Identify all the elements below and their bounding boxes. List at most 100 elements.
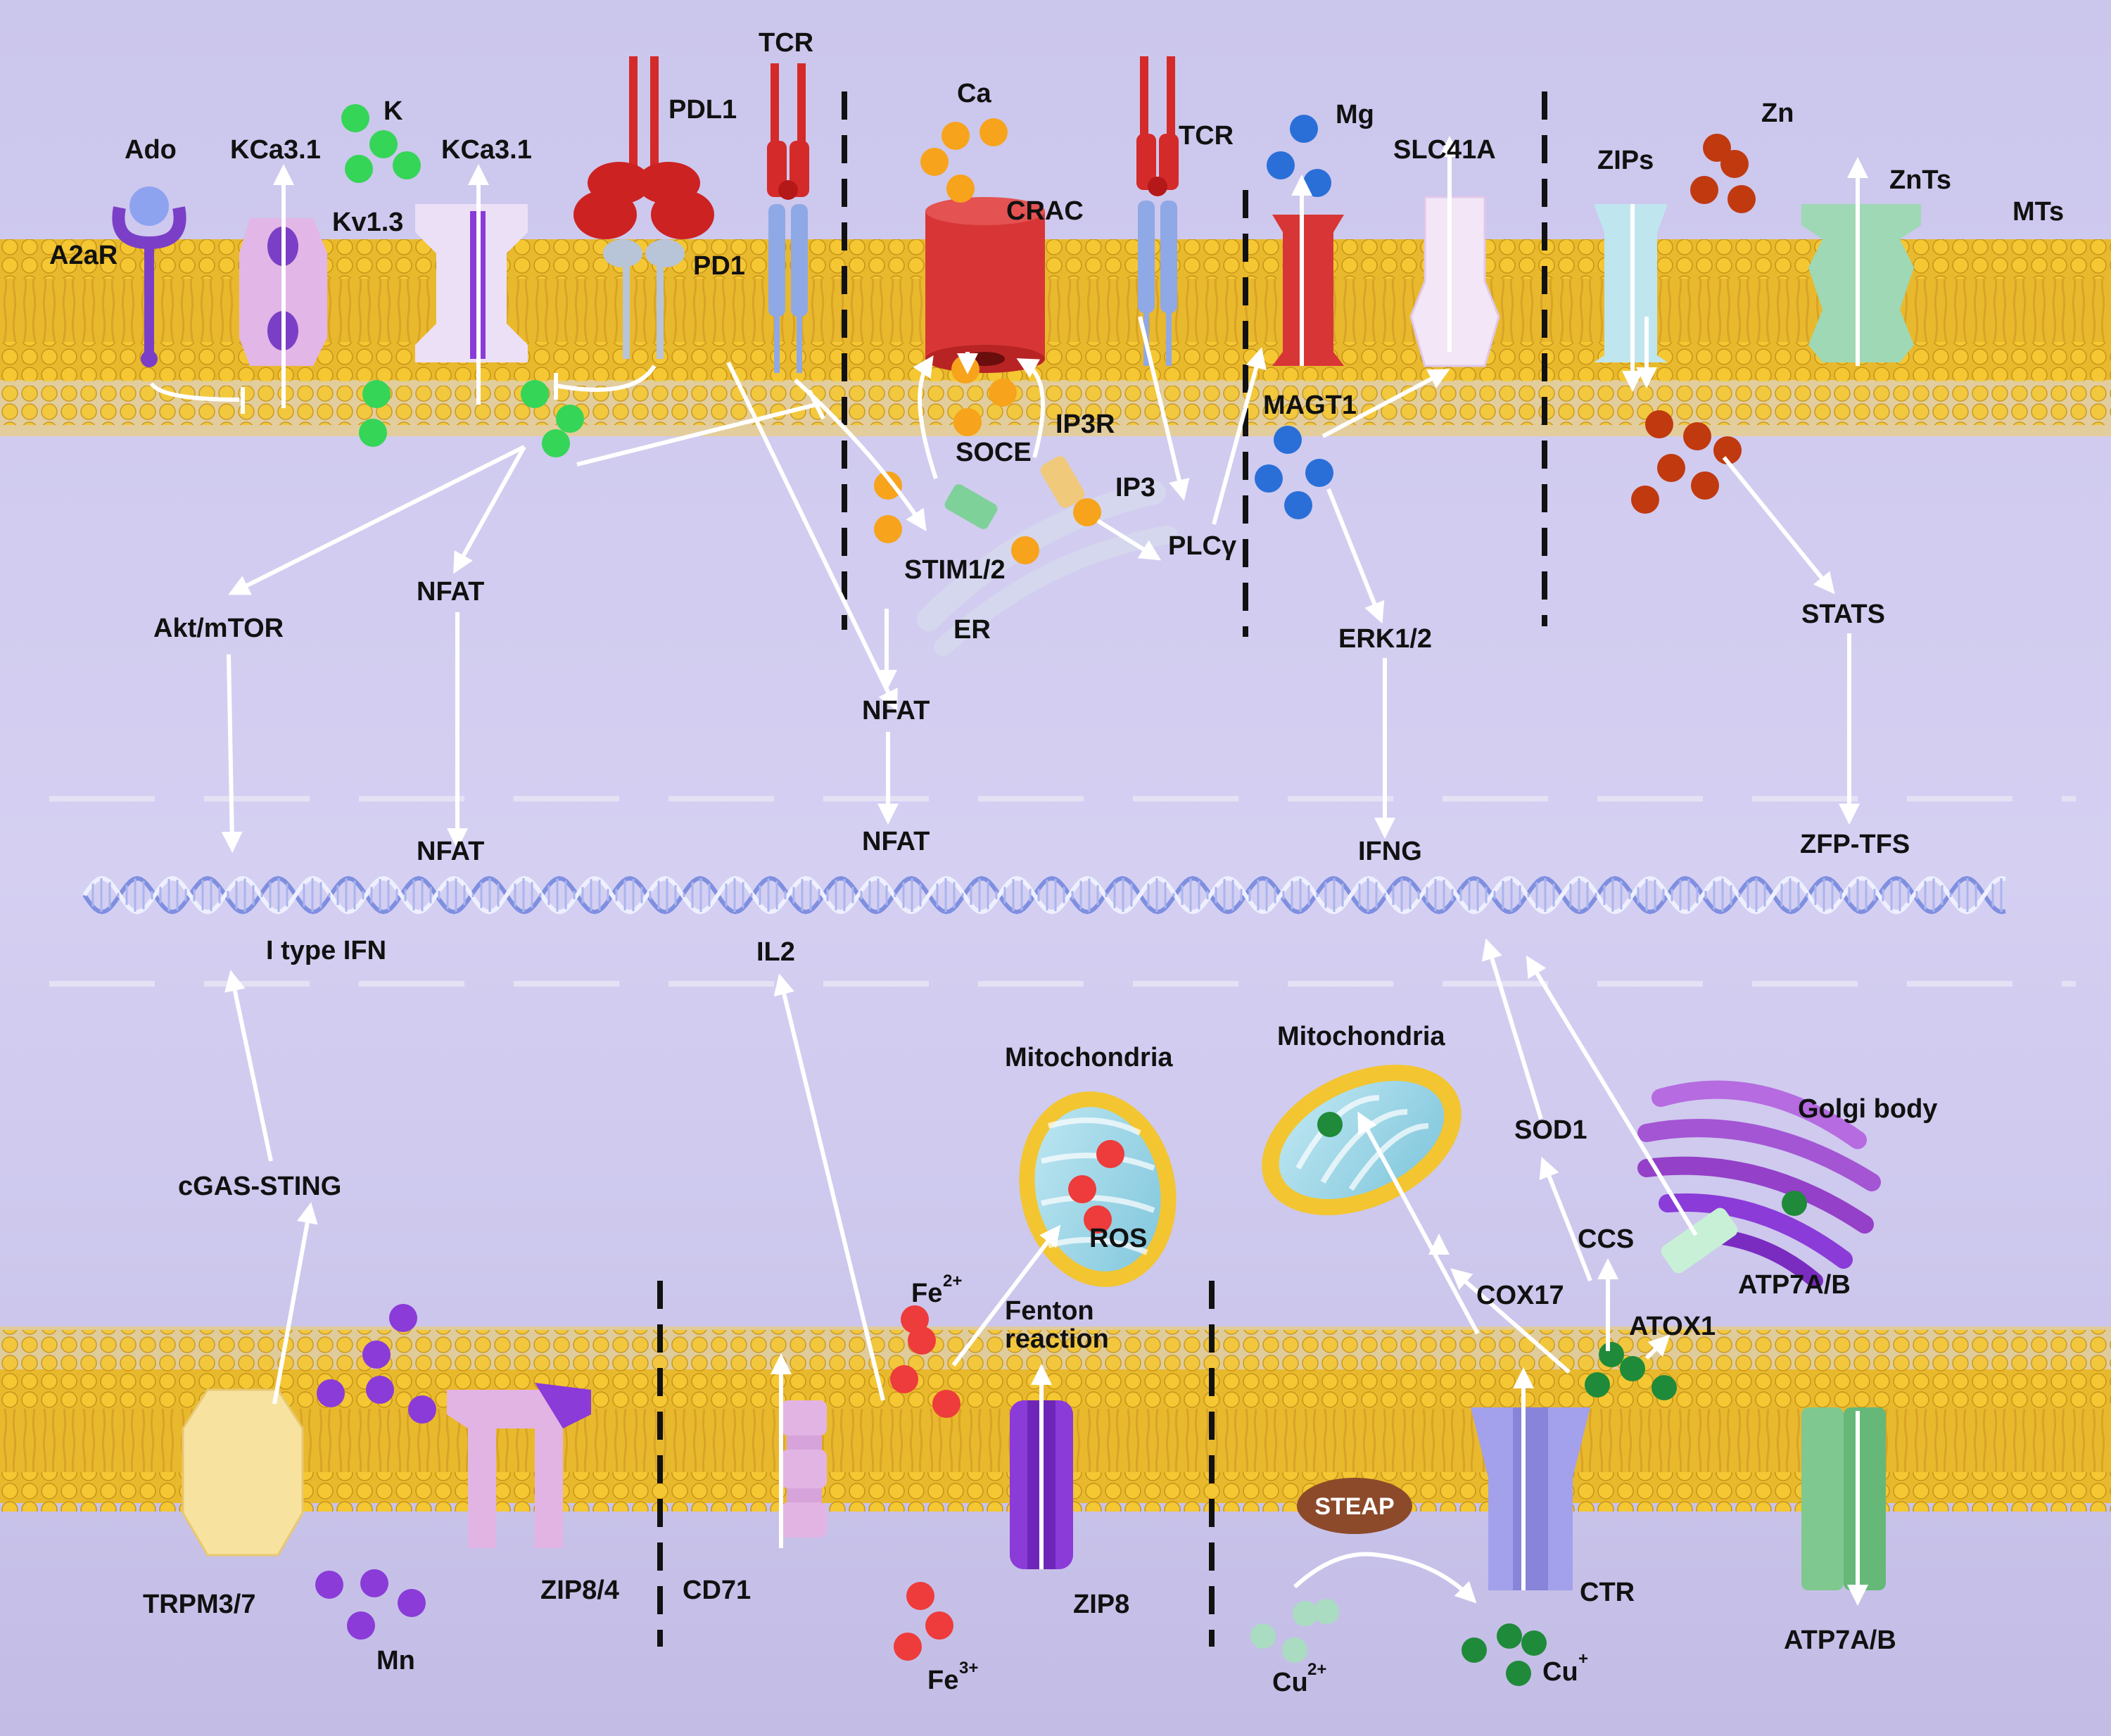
zip84-channel	[447, 1383, 591, 1548]
label-slc41a: SLC41A	[1393, 135, 1496, 165]
signal-arrow	[1357, 1111, 1480, 1335]
cu-ion	[1652, 1375, 1677, 1400]
ctr-channel	[1471, 1407, 1590, 1590]
label-fenton-1: Fenton	[1005, 1296, 1094, 1326]
mn-ion	[408, 1395, 436, 1424]
label-k: K	[383, 96, 403, 126]
cu-ion	[1521, 1630, 1547, 1656]
label-cd71: CD71	[683, 1576, 751, 1605]
mn-ion	[317, 1379, 345, 1407]
tcr-complex-left	[767, 63, 809, 373]
label-fe3: Fe	[927, 1666, 958, 1695]
cu-ion	[1620, 1356, 1645, 1381]
magt1-channel	[1272, 215, 1344, 366]
zn-ion	[1657, 454, 1685, 482]
zn-ion	[1691, 471, 1719, 500]
label-mito-a: Mitochondria	[1005, 1043, 1173, 1072]
label-ifng: IFNG	[1358, 837, 1422, 866]
cu-ion	[1462, 1637, 1487, 1663]
signal-arrow	[773, 973, 885, 1401]
k-ion	[556, 405, 584, 433]
label-mts: MTs	[2012, 197, 2064, 227]
signal-arrow	[1326, 488, 1385, 624]
label-fenton-2: reaction	[1005, 1324, 1109, 1354]
label-sod1: SOD1	[1514, 1115, 1587, 1145]
nuclear-envelope	[49, 796, 2076, 987]
label-mn: Mn	[376, 1646, 415, 1675]
cu-ion	[1782, 1191, 1807, 1216]
label-atp7-golgi: ATP7A/B	[1738, 1270, 1851, 1300]
label-il2: IL2	[756, 937, 795, 967]
cu-ion	[1497, 1623, 1522, 1649]
label-atp7-membrane: ATP7A/B	[1784, 1626, 1896, 1655]
label-crac: CRAC	[1006, 196, 1084, 226]
label-erk: ERK1/2	[1338, 624, 1432, 654]
fe-ion	[906, 1582, 934, 1610]
labels: Ado A2aR KCa3.1 K KCa3.1 Kv1.3 PDL1 PD1 …	[49, 28, 2064, 1697]
signal-arrow	[1321, 369, 1450, 438]
label-znts: ZnTs	[1889, 165, 1951, 195]
mitochondria-right	[1262, 1065, 1462, 1215]
znts-channel	[1801, 204, 1921, 362]
zn-ion	[1690, 176, 1718, 204]
label-zip8: ZIP8	[1073, 1590, 1129, 1619]
cu-ion	[1599, 1342, 1624, 1367]
mn-ion	[315, 1571, 343, 1599]
pdl1-pd1-complex	[573, 56, 714, 359]
label-kv13: Kv1.3	[332, 208, 403, 237]
label-fe2-sup: 2+	[943, 1272, 962, 1291]
label-cu1: Cu	[1542, 1657, 1578, 1687]
label-mito-b: Mitochondria	[1277, 1022, 1445, 1051]
trpm-channel	[182, 1388, 304, 1557]
ca-ion	[942, 122, 970, 150]
k-ion	[542, 429, 570, 457]
cu2-ion	[1293, 1601, 1318, 1626]
label-ifn: I type IFN	[266, 936, 386, 965]
label-ccs: CCS	[1578, 1224, 1634, 1254]
k-ion	[362, 380, 391, 408]
label-ca: Ca	[957, 79, 991, 108]
mn-ion	[362, 1341, 391, 1369]
label-cu2-sup: 2+	[1307, 1660, 1326, 1679]
signal-arrow	[453, 445, 526, 574]
signal-arrow	[1096, 519, 1162, 561]
steap-protein	[1297, 1478, 1412, 1534]
ca-ion	[980, 118, 1008, 146]
label-tcr-left: TCR	[759, 28, 813, 58]
label-pdl1: PDL1	[668, 95, 737, 125]
ion-particles	[315, 104, 1807, 1686]
zn-ion	[1683, 422, 1711, 450]
mg-ion	[1305, 459, 1333, 487]
fe-ion	[932, 1390, 961, 1418]
label-stats: STATS	[1801, 600, 1885, 629]
ca-ion	[946, 175, 975, 203]
cu2-ion	[1250, 1623, 1276, 1649]
ca-ion	[874, 471, 902, 500]
label-kca31-right: KCa3.1	[441, 135, 532, 165]
signal-arrow	[951, 1224, 1061, 1367]
label-cu1-sup: +	[1578, 1649, 1588, 1668]
fe-ion	[925, 1611, 953, 1640]
label-ctr: CTR	[1580, 1578, 1635, 1607]
label-zfp: ZFP-TFS	[1800, 830, 1910, 859]
slc41a-channel	[1409, 196, 1500, 367]
fe-ion	[894, 1633, 922, 1661]
label-er: ER	[953, 615, 991, 645]
cd71-receptor	[781, 1400, 827, 1538]
signal-arrow	[224, 970, 273, 1162]
label-nfat-a: NFAT	[417, 577, 484, 607]
fe-ion	[1096, 1140, 1124, 1168]
label-cox17: COX17	[1476, 1281, 1564, 1310]
label-cgas: cGAS-STING	[178, 1172, 341, 1201]
label-a2ar: A2aR	[49, 241, 118, 270]
mg-ion	[1284, 491, 1312, 519]
fe-ion	[1084, 1205, 1112, 1234]
label-ros: ROS	[1089, 1224, 1147, 1253]
signal-arrow	[221, 654, 243, 853]
label-atox1: ATOX1	[1629, 1312, 1716, 1341]
a2ar-receptor	[112, 206, 186, 367]
signal-arrow	[1644, 1334, 1671, 1360]
cu-ion	[1506, 1661, 1531, 1686]
k-ion	[341, 104, 369, 132]
